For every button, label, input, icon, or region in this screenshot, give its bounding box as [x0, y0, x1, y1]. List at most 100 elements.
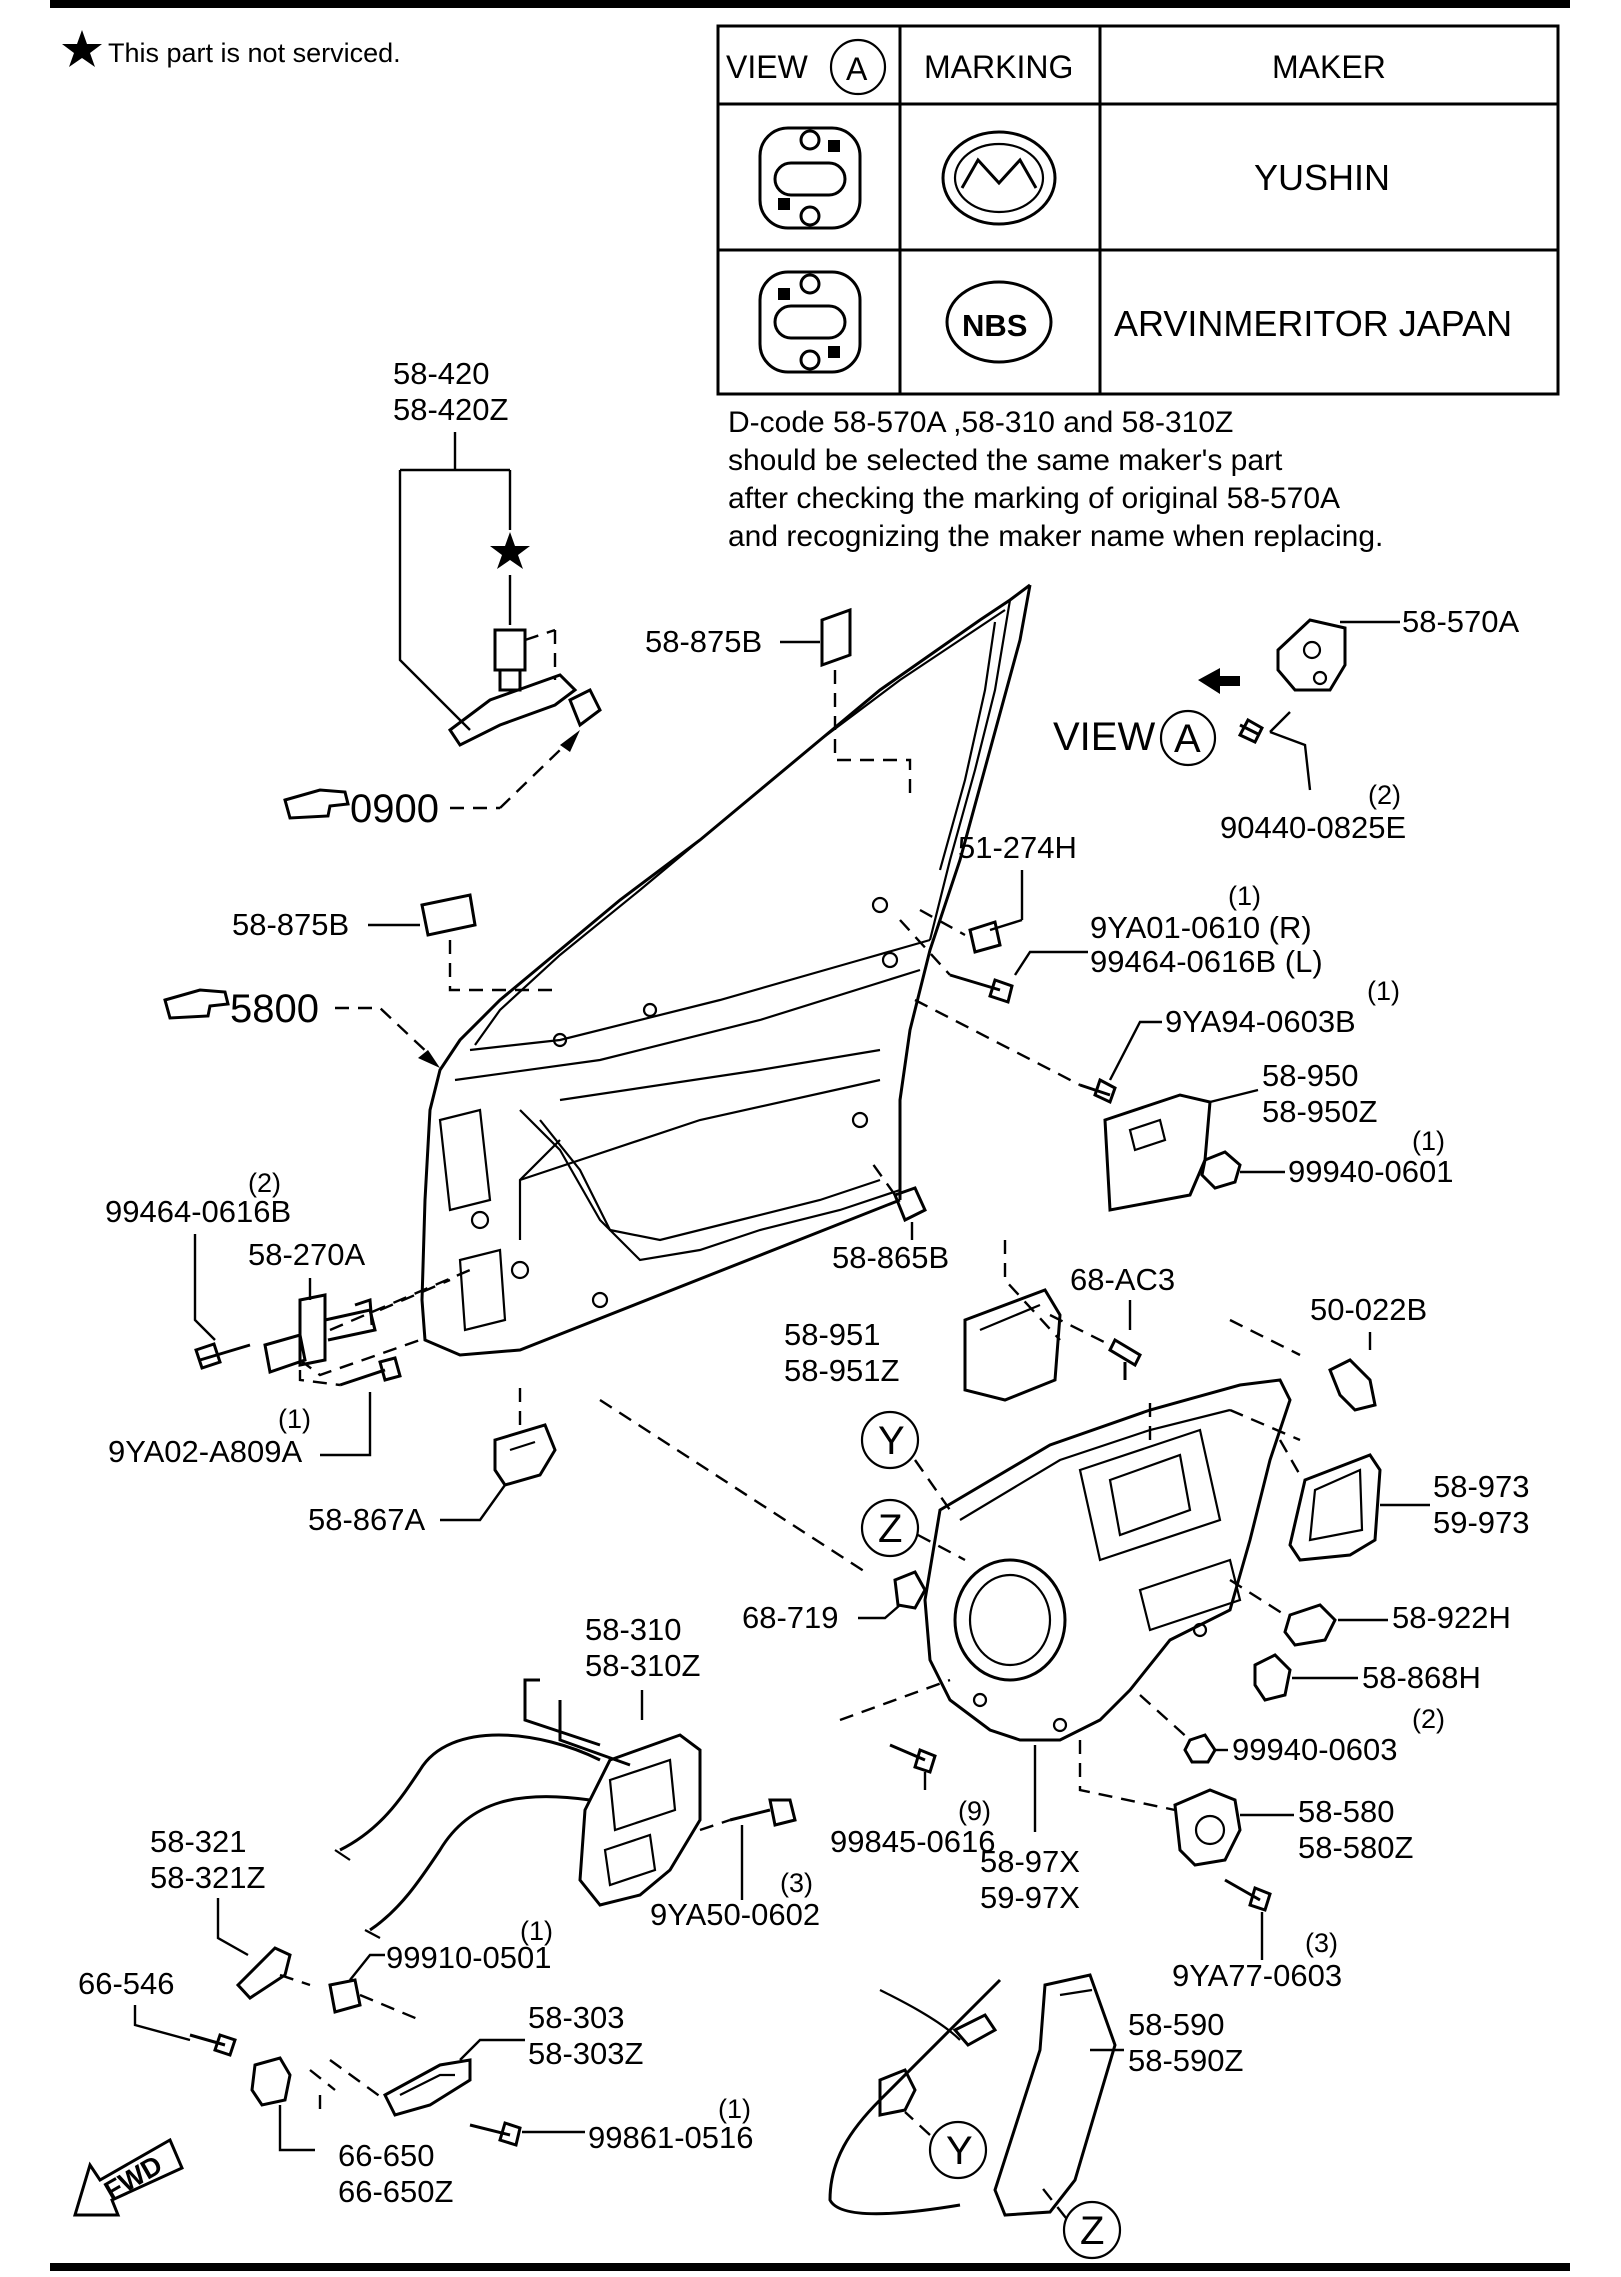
table-header-maker: MAKER [1272, 49, 1386, 85]
inner-handle-group: 58-321 58-321Z (1) 99910-0501 [150, 1824, 553, 2022]
top-border [50, 0, 1570, 8]
label-58-951z: 58-951Z [784, 1353, 899, 1388]
bolt-9ya02 [339, 1356, 402, 1387]
cover-58-951: 58-951 58-951Z [784, 1288, 1062, 1402]
label-58-303z: 58-303Z [528, 2036, 643, 2071]
callout-z-top: Z [860, 1498, 966, 1562]
door-frame [420, 583, 1032, 1357]
door-lock [578, 1733, 702, 1907]
clip [1108, 1337, 1142, 1380]
dcode-note: D-code 58-570A ,58-310 and 58-310Z shoul… [728, 406, 1383, 553]
plug-cap [1253, 1653, 1292, 1702]
label-58-875b-mid: 58-875B [232, 907, 349, 942]
screw [1079, 1077, 1117, 1105]
inner-garnish [963, 1288, 1062, 1402]
bolt-99845 [889, 1743, 937, 1774]
key-cylinder [493, 628, 527, 692]
view-arrow-icon [1198, 668, 1240, 694]
not-serviced-star-icon [490, 532, 530, 569]
callout-y-circle-icon [860, 1410, 920, 1470]
table-header-marking: MARKING [924, 49, 1073, 85]
label-99940-0601: 99940-0601 [1288, 1154, 1454, 1189]
label-58-951: 58-951 [784, 1317, 881, 1352]
callout-y-bottom-text: Y [946, 2129, 973, 2173]
checker-group: (2) 99464-0616B 58-270A (1) 9YA02-A809A [105, 1168, 471, 1469]
switch-66-650: 66-650 66-650Z [250, 2056, 453, 2209]
label-9ya02-qty: (1) [278, 1404, 311, 1434]
wedge-pad-mid [420, 893, 477, 937]
nut-99940-0601: (1) 99940-0601 [1200, 1126, 1454, 1190]
nut-99940-0603: (2) 99940-0603 [1139, 1694, 1445, 1767]
callout-y-top-text: Y [878, 1419, 905, 1463]
label-58-875b-top: 58-875B [645, 624, 762, 659]
fwd-indicator: FWD [72, 2137, 184, 2217]
bolt-9ya50 [729, 1798, 797, 1827]
plug-58-922h: 58-922H [1229, 1578, 1511, 1647]
label-58-321z: 58-321Z [150, 1860, 265, 1895]
label-99464-left-qty: (2) [248, 1168, 281, 1198]
view-a-callout-circle-icon [1159, 709, 1217, 767]
clip-99910 [328, 1978, 362, 2014]
garnish-cover [1103, 1093, 1212, 1212]
bolt-9ya77 [1224, 1878, 1272, 1912]
screw-99861: (1) 99861-0516 [469, 2094, 754, 2155]
pointing-hand-icon [163, 988, 230, 1020]
label-99464-left: 99464-0616B [105, 1194, 291, 1229]
striker-view-icon [758, 126, 862, 230]
maker-table: VIEW A MARKING MAKER YUSHIN [716, 24, 1560, 396]
label-68-ac3: 68-AC3 [1070, 1262, 1175, 1297]
label-9ya50-qty: (3) [780, 1868, 813, 1898]
star-note-text: This part is not serviced. [108, 38, 401, 68]
label-51-274h: 51-274H [958, 830, 1077, 865]
outer-handle [447, 673, 578, 747]
label-99464-r: 99464-0616B (L) [1090, 944, 1323, 979]
label-9ya94-qty: (1) [1367, 976, 1400, 1006]
mirror-switch [250, 2056, 292, 2107]
window-regulator: 58-590 58-590Z [828, 1973, 1243, 2217]
striker-view-icon [758, 270, 862, 374]
door-checker [263, 1293, 377, 1374]
label-66-650z: 66-650Z [338, 2174, 453, 2209]
view-a-callout-circle: A [1174, 717, 1201, 761]
ref-0900-text: 0900 [350, 787, 439, 831]
label-58-570a: 58-570A [1402, 604, 1520, 639]
nut [1200, 1150, 1242, 1190]
mazda-logo-icon [941, 130, 1057, 226]
speaker-opening [953, 1558, 1067, 1682]
table-header-view-circle: A [846, 51, 868, 87]
label-58-922h: 58-922H [1392, 1600, 1511, 1635]
label-9ya01-qty: (1) [1228, 881, 1261, 911]
plug-58-868h: 58-868H [1253, 1653, 1481, 1702]
maker-arvinmeritor: ARVINMERITOR JAPAN [1114, 303, 1512, 344]
dcode-line-1: D-code 58-570A ,58-310 and 58-310Z [728, 406, 1233, 439]
sealing-screen: 58-973 59-973 [1278, 1439, 1530, 1562]
label-99861-qty: (1) [718, 2094, 751, 2124]
label-58-420z: 58-420Z [393, 392, 508, 427]
label-58-590: 58-590 [1128, 2007, 1225, 2042]
label-66-650: 66-650 [338, 2138, 435, 2173]
label-58-590z: 58-590Z [1128, 2043, 1243, 2078]
label-59-973: 59-973 [1433, 1505, 1530, 1540]
view-a-circle-icon [829, 38, 887, 96]
lock-rod-2 [558, 1700, 631, 1767]
screw-66-546 [189, 2033, 237, 2057]
lock-cable-1 [339, 1733, 601, 1852]
label-9ya77-qty: (3) [1305, 1928, 1338, 1958]
fwd-arrow-icon [72, 2137, 184, 2217]
star-note: This part is not serviced. [62, 30, 401, 68]
dcode-line-2: should be selected the same maker's part [728, 444, 1283, 477]
handle-bracket [568, 687, 602, 728]
grommet [968, 920, 1002, 954]
regulator-carrier [878, 2068, 917, 2117]
clip-68-719: 68-719 [599, 1398, 927, 1635]
label-58-310z: 58-310Z [585, 1648, 700, 1683]
star-icon [62, 30, 102, 67]
nbs-logo-icon: NBS [945, 280, 1053, 364]
label-58-321: 58-321 [150, 1824, 247, 1859]
striker [1276, 618, 1347, 692]
ref-5800: 5800 [163, 987, 440, 1068]
label-58-867a: 58-867A [308, 1502, 426, 1537]
label-58-310: 58-310 [585, 1612, 682, 1647]
regulator-slider [952, 2013, 998, 2047]
lock-striker-58-867a: 58-867A [308, 1380, 557, 1537]
